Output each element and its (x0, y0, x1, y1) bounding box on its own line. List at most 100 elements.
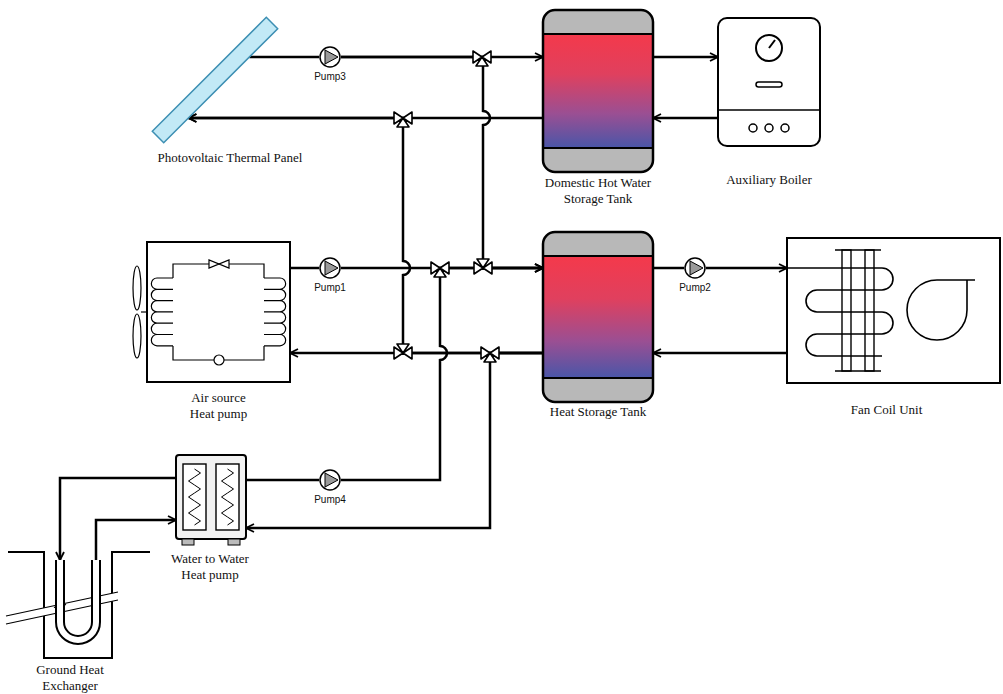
boiler-knob (749, 124, 757, 132)
pipe-connector (653, 267, 684, 270)
plate-exchanger (216, 464, 239, 530)
pump: Pump2 (684, 257, 706, 279)
fan-coil-casing (787, 238, 1000, 383)
water-heat-pump: Water to Water Heat pump (176, 455, 246, 545)
tank-body (543, 34, 653, 148)
compressor (214, 355, 224, 365)
pump-label: Pump4 (305, 494, 355, 506)
plate-exchanger (183, 464, 206, 530)
pump-triangle (325, 261, 338, 275)
pump-shape (319, 469, 341, 491)
tank-body (543, 256, 653, 378)
valve-body (481, 347, 499, 362)
pipe-connector (653, 352, 787, 355)
pump-triangle (690, 261, 703, 275)
storage-tank-shape (543, 232, 653, 402)
tank-seams (543, 256, 653, 378)
pump: Pump3 (319, 46, 341, 68)
heat-pump-casing (176, 455, 246, 539)
fan-shaft (141, 311, 147, 312)
tank-cap (543, 232, 653, 402)
pipe-connector (341, 57, 543, 268)
pvt-panel-shape (150, 15, 280, 145)
label-block: Auxiliary Boiler (704, 172, 834, 188)
water-heat-pump-shape (176, 455, 246, 545)
pump-triangle (325, 473, 338, 487)
valve-body (394, 344, 412, 359)
boiler-slot (756, 82, 782, 87)
pipe-connector (653, 117, 718, 120)
blower-scroll (907, 280, 975, 340)
pipe-connector (249, 56, 319, 59)
label-block: Domestic Hot Water Storage Tank (528, 175, 668, 207)
pvt-panel: Photovoltaic Thermal Panel (150, 15, 280, 145)
label-block: Photovoltaic Thermal Panel (130, 150, 330, 166)
pump-label: Pump3 (305, 71, 355, 83)
component-label: Photovoltaic Thermal Panel (130, 150, 330, 166)
coil-header (842, 250, 851, 371)
pump-shape (319, 257, 341, 279)
component-label: Auxiliary Boiler (704, 172, 834, 188)
ground-heat-exchanger: Ground Heat Exchanger (48, 560, 108, 650)
coil-serpentine (787, 268, 893, 356)
pipe-connector (290, 267, 319, 270)
gauge-needle (769, 40, 775, 48)
pump-triangle (325, 50, 338, 64)
component-label: Domestic Hot Water Storage Tank (528, 175, 668, 207)
tank-seams (543, 34, 653, 148)
fan-coil-unit: Fan Coil Unit (787, 238, 1000, 383)
label-block: Pump1 (305, 282, 355, 294)
pipe-connector (653, 56, 718, 59)
unit-foot (228, 539, 240, 545)
storage-tank: Domestic Hot Water Storage Tank (543, 10, 653, 172)
pump-shape (319, 46, 341, 68)
pump: Pump1 (319, 257, 341, 279)
pump-body (320, 258, 340, 278)
pump-body (320, 47, 340, 67)
ground-heat-exchanger-shape (48, 560, 108, 650)
tank-outline (543, 232, 653, 402)
valve-body (431, 262, 449, 277)
label-block: Fan Coil Unit (812, 402, 962, 418)
three-way-valves (394, 51, 499, 362)
label-block: Heat Storage Tank (523, 404, 673, 420)
component-label: Air source Heat pump (179, 390, 259, 422)
header-rails (835, 250, 881, 371)
exchanger-zigzag (189, 469, 201, 525)
fan-blade (133, 314, 141, 358)
heat-pump-casing (147, 242, 290, 382)
label-block: Pump2 (670, 282, 720, 294)
pump: Pump4 (319, 469, 341, 491)
unit-foot (182, 539, 194, 545)
pump-label: Pump1 (305, 282, 355, 294)
air-source-heat-pump: Air source Heat pump (147, 242, 290, 382)
label-block: Water to Water Heat pump (160, 551, 260, 583)
pump-body (685, 258, 705, 278)
pipe-connector (246, 479, 319, 482)
boiler: Auxiliary Boiler (718, 18, 820, 146)
boiler-knob (781, 124, 789, 132)
pump-body (320, 470, 340, 490)
fan-blade (133, 266, 141, 310)
boiler-body (718, 18, 820, 146)
pipe-connector (96, 520, 176, 560)
component-label: Ground Heat Exchanger (25, 662, 115, 694)
tank-outline (543, 10, 653, 172)
label-block: Pump3 (305, 71, 355, 83)
component-label: Heat Storage Tank (523, 404, 673, 420)
pipe-connector (706, 267, 787, 270)
panel-outline (152, 17, 277, 142)
exchanger-zigzag (222, 469, 234, 525)
valve-body (394, 112, 412, 127)
fan-coil-unit-shape (787, 238, 1000, 383)
pipe-connector (341, 268, 543, 480)
condenser-coil (151, 278, 173, 346)
u-tube-inner (60, 560, 96, 640)
boiler-shape (718, 18, 820, 146)
boiler-knob (765, 124, 773, 132)
expansion-valve (209, 260, 229, 268)
valve-body (474, 259, 492, 274)
label-block: Pump4 (305, 494, 355, 506)
